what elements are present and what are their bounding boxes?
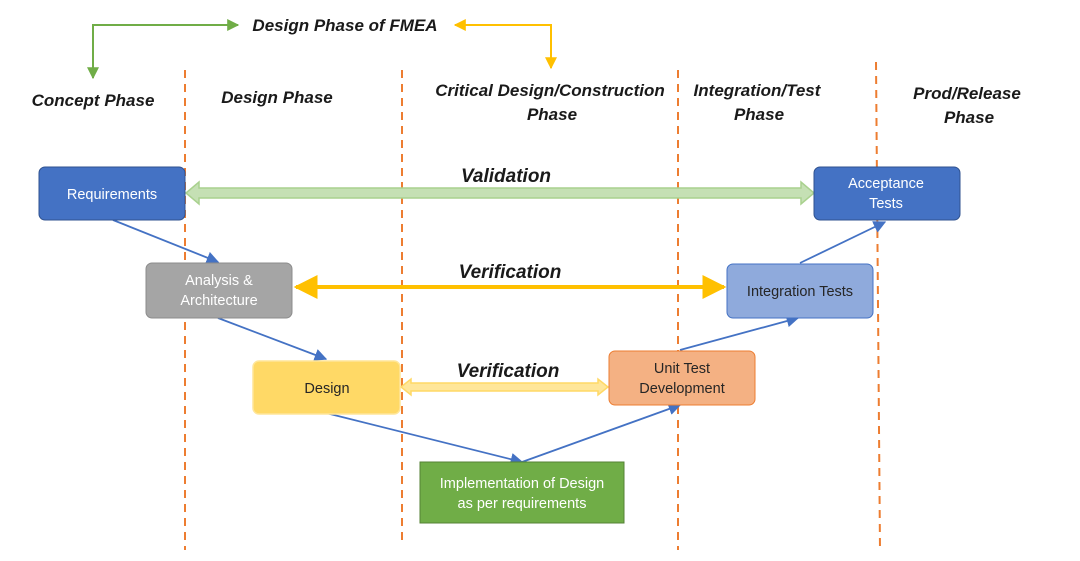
unit-test-label-line1: Unit Test xyxy=(654,361,710,377)
design-box: Design xyxy=(252,360,401,415)
validation-label: Validation xyxy=(461,166,551,187)
flow-arrow-design-to-implementation xyxy=(325,412,524,466)
process-boxes: Requirements Analysis & Architecture Des… xyxy=(38,166,961,524)
integration-tests-box-shape xyxy=(726,263,874,319)
phase-critical-design-line1: Critical Design/Construction xyxy=(435,81,665,100)
flow-arrow-unit-test-to-integration xyxy=(679,314,800,351)
verification-label-lower: Verification xyxy=(457,361,560,382)
diagram-title: Design Phase of FMEA xyxy=(252,16,437,35)
analysis-architecture-box: Analysis & Architecture xyxy=(145,262,293,319)
design-label: Design xyxy=(304,381,349,397)
acceptance-tests-box-shape xyxy=(813,166,961,221)
phase-concept: Concept Phase xyxy=(32,91,155,110)
phase-critical-design-line2: Phase xyxy=(527,105,577,124)
flow-arrow-requirements-to-analysis xyxy=(112,219,220,264)
analysis-label-line1: Analysis & xyxy=(185,273,253,289)
phase-integration-line2: Phase xyxy=(734,105,784,124)
requirements-box-shape xyxy=(38,166,186,221)
implementation-label-line2: as per requirements xyxy=(458,496,587,512)
unit-test-label-line2: Development xyxy=(639,381,724,397)
acceptance-tests-box: Acceptance Tests xyxy=(813,166,961,221)
phase-divider-4 xyxy=(875,61,881,551)
integration-tests-label: Integration Tests xyxy=(747,284,853,300)
requirements-box: Requirements xyxy=(38,166,186,221)
phase-prod-release-line2: Phase xyxy=(944,108,994,127)
phase-headings: Concept Phase Design Phase Critical Desi… xyxy=(32,81,1021,127)
integration-tests-box: Integration Tests xyxy=(726,263,874,319)
acceptance-label-line1: Acceptance xyxy=(848,176,924,192)
phase-prod-release-line1: Prod/Release xyxy=(913,84,1021,103)
implementation-label-line1: Implementation of Design xyxy=(440,476,604,492)
verification-label-upper: Verification xyxy=(459,262,562,283)
phase-design: Design Phase xyxy=(221,88,333,107)
design-box-shape xyxy=(252,360,401,415)
requirements-label: Requirements xyxy=(67,187,157,203)
title-group: Design Phase of FMEA xyxy=(87,16,557,80)
analysis-architecture-box-shape xyxy=(145,262,293,319)
implementation-box: Implementation of Design as per requirem… xyxy=(419,461,625,524)
verification-arrow-lower xyxy=(399,377,610,397)
flow-arrow-analysis-to-design xyxy=(217,317,328,361)
implementation-box-shape xyxy=(419,461,625,524)
flow-arrow-integration-to-acceptance xyxy=(799,221,887,264)
title-arrow-right xyxy=(453,19,557,70)
flow-arrows xyxy=(112,219,887,466)
horizontal-connectors: Validation Verification Verification xyxy=(184,166,816,397)
title-arrow-left xyxy=(87,19,240,80)
phase-integration-line1: Integration/Test xyxy=(694,81,822,100)
unit-test-box-shape xyxy=(608,350,756,406)
acceptance-label-line2: Tests xyxy=(869,196,903,212)
unit-test-box: Unit Test Development xyxy=(608,350,756,406)
flow-arrow-implementation-to-unit-test xyxy=(521,402,682,463)
analysis-label-line2: Architecture xyxy=(180,293,257,309)
